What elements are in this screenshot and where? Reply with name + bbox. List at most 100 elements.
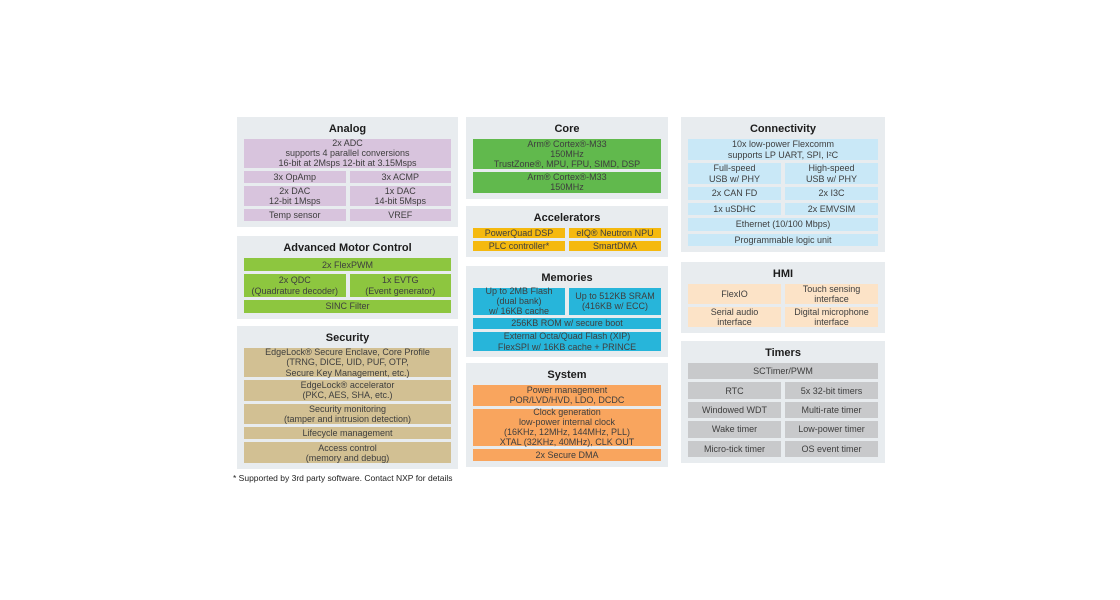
block-line: 14-bit 5Msps <box>374 195 427 206</box>
block-row: 1x uSDHC 2x EMVSIM <box>688 202 878 216</box>
diagram-block: 2x EMVSIM <box>785 202 878 216</box>
diagram-block: Wake timer <box>688 421 781 438</box>
diagram-block: EdgeLock® accelerator(PKC, AES, SHA, etc… <box>244 380 451 401</box>
block-row: EdgeLock® accelerator(PKC, AES, SHA, etc… <box>244 380 451 401</box>
block-line: Clock generation <box>533 406 601 417</box>
footnote: * Supported by 3rd party software. Conta… <box>233 473 453 483</box>
block-line: XTAL (32KHz, 40MHz), CLK OUT <box>499 437 635 448</box>
block-line: 150MHz <box>550 148 584 159</box>
block-line: (TRNG, DICE, UID, PUF, OTP, <box>286 357 409 368</box>
block-line: Security monitoring <box>308 403 387 414</box>
diagram-block: Windowed WDT <box>688 401 781 419</box>
block-row: 2x Secure DMA <box>473 448 661 461</box>
block-line: (memory and debug) <box>305 452 390 463</box>
block-line: 3x OpAmp <box>273 171 317 182</box>
block-line: Ethernet (10/100 Mbps) <box>735 219 831 230</box>
block-line: Temp sensor <box>268 209 321 220</box>
diagram-block: Ethernet (10/100 Mbps) <box>688 218 878 231</box>
diagram-block: 2x CAN FD <box>688 187 781 200</box>
block-line: SCTimer/PWM <box>753 366 813 377</box>
block-line: supports 4 parallel conversions <box>285 148 410 159</box>
panel-rows: PowerQuad DSP eIQ® Neutron NPU PLC control… <box>473 228 661 251</box>
diagram-block: Lifecycle management <box>244 427 451 440</box>
diagram-block: 2x I3C <box>785 187 878 200</box>
block-line: 16-bit at 2Msps 12-bit at 3.15Msps <box>278 158 417 169</box>
diagram-block: PowerQuad DSP <box>473 228 565 238</box>
block-line: 2x I3C <box>818 188 845 199</box>
block-line: Access control <box>318 442 377 453</box>
block-line: Power management <box>526 385 608 396</box>
block-line: VREF <box>388 209 413 220</box>
panel-title-analog: Analog <box>328 123 367 135</box>
block-line: (Event generator) <box>365 285 436 296</box>
diagram-block: SINC Filter <box>244 299 451 313</box>
block-row: SINC Filter <box>244 299 451 313</box>
block-line: 1x DAC <box>384 185 416 196</box>
panel-title-accelerators: Accelerators <box>533 212 601 224</box>
block-line: High-speed <box>808 163 855 174</box>
block-line: 2x EMVSIM <box>807 203 856 214</box>
block-line: TrustZone®, MPU, FPU, SIMD, DSP <box>493 159 641 169</box>
diagram-block: VREF <box>349 208 451 222</box>
panel-title-connectivity: Connectivity <box>749 123 816 135</box>
diagram-block: Security monitoring(tamper and intrusion… <box>244 403 451 425</box>
block-line: Up to 512KB SRAM <box>575 291 655 302</box>
block-row: External Octa/Quad Flash (XIP)FlexSPI w/… <box>473 331 661 352</box>
block-row: PLC controller*SmartDMA <box>473 241 661 251</box>
diagram-block: EdgeLock® Secure Enclave, Core Profile(T… <box>244 347 451 378</box>
diagram-block: 3x ACMP <box>349 170 451 183</box>
block-line: 3x ACMP <box>381 171 419 182</box>
block-line: Touch sensing <box>802 283 861 294</box>
block-line: 2x DAC <box>279 185 311 196</box>
block-line: Arm® Cortex®-M33 <box>527 138 607 149</box>
block-line: USB w/ PHY <box>805 173 857 184</box>
diagram-block: 1x uSDHC <box>688 202 781 216</box>
panel-title-hmi: HMI <box>772 268 794 280</box>
block-row: Ethernet (10/100 Mbps) <box>688 218 878 231</box>
diagram-block: Access control(memory and debug) <box>244 442 451 463</box>
diagram-block: 3x OpAmp <box>244 170 346 183</box>
block-row: 2x FlexPWM <box>244 258 451 272</box>
block-row: 2x CAN FD 2x I3C <box>688 187 878 200</box>
diagram-block: 2x Secure DMA <box>473 448 661 461</box>
block-line: Micro-tick timer <box>704 443 765 454</box>
diagram-block: RTC <box>688 382 781 399</box>
block-line: SmartDMA <box>592 240 637 251</box>
block-line: RTC <box>725 385 744 396</box>
block-line: 2x CAN FD <box>711 188 758 199</box>
block-line: External Octa/Quad Flash (XIP) <box>503 331 631 342</box>
diagram-block: Temp sensor <box>244 208 346 222</box>
block-row: Security monitoring(tamper and intrusion… <box>244 403 451 425</box>
block-line: Digital microphone <box>794 306 869 317</box>
block-line: interface <box>717 317 752 327</box>
diagram-block: eIQ® Neutron NPU <box>569 228 661 238</box>
block-line: FlexIO <box>721 288 748 299</box>
block-line: Programmable logic unit <box>734 234 832 245</box>
